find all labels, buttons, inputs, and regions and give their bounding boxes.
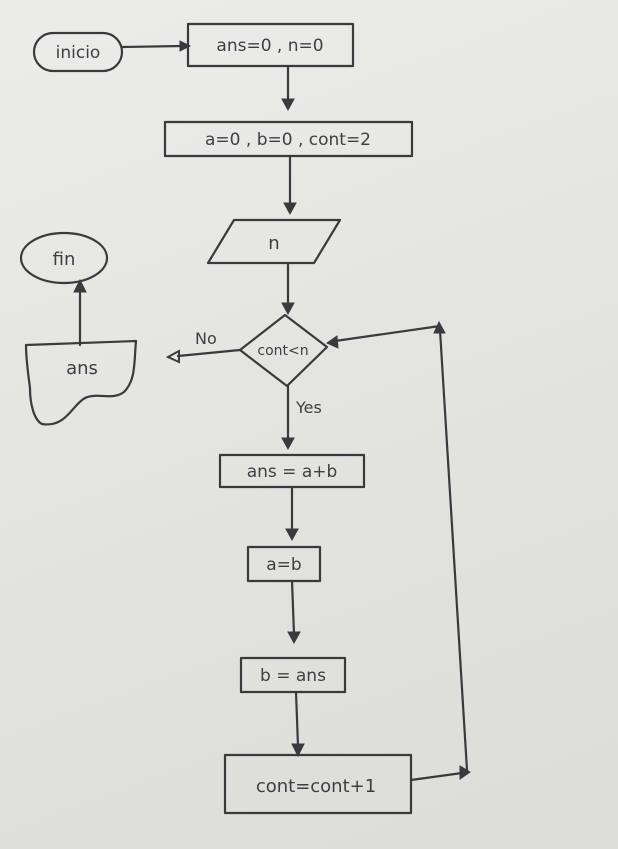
- increment-label: cont=cont+1: [256, 776, 376, 797]
- input-label: n: [268, 233, 279, 254]
- arrow-input-to-decision: [281, 261, 295, 316]
- init-abc-label: a=0 , b=0 , cont=2: [205, 130, 371, 150]
- arrow-sum-to-a: [285, 485, 299, 542]
- init-ans-n-label: ans=0 , n=0: [216, 36, 323, 56]
- arrow-b-to-inc: [291, 690, 305, 758]
- assign-a-label: a=b: [266, 555, 301, 575]
- arrow-start-to-init: [120, 40, 192, 52]
- assign-a-box: a=b: [246, 545, 322, 583]
- arrow-abc-to-input: [283, 154, 297, 216]
- arrow-a-to-b: [287, 579, 301, 645]
- init-ans-n-box: ans=0 , n=0: [186, 22, 355, 68]
- arrow-no-branch: No: [165, 329, 242, 364]
- yes-label: Yes: [295, 398, 322, 417]
- arrow-output-to-end: [73, 278, 87, 347]
- loop-back-line: [325, 320, 471, 782]
- end-label: fin: [53, 249, 76, 270]
- sum-box: ans = a+b: [218, 453, 366, 489]
- increment-box: cont=cont+1: [223, 753, 413, 815]
- decision-diamond: cont<n: [238, 313, 329, 388]
- arrow-yes-branch: Yes: [281, 384, 322, 451]
- no-label: No: [195, 329, 217, 348]
- decision-label: cont<n: [257, 343, 308, 359]
- start-label: inicio: [56, 43, 101, 63]
- sum-label: ans = a+b: [247, 462, 338, 482]
- assign-b-label: b = ans: [260, 666, 326, 686]
- output-label: ans: [66, 358, 98, 379]
- assign-b-box: b = ans: [239, 656, 347, 694]
- end-terminator: fin: [19, 231, 109, 285]
- arrow-init-to-abc: [281, 64, 295, 112]
- input-n: n: [206, 218, 342, 265]
- start-terminator: inicio: [32, 31, 124, 73]
- init-abc-box: a=0 , b=0 , cont=2: [163, 120, 414, 158]
- output-ans: ans: [24, 339, 138, 426]
